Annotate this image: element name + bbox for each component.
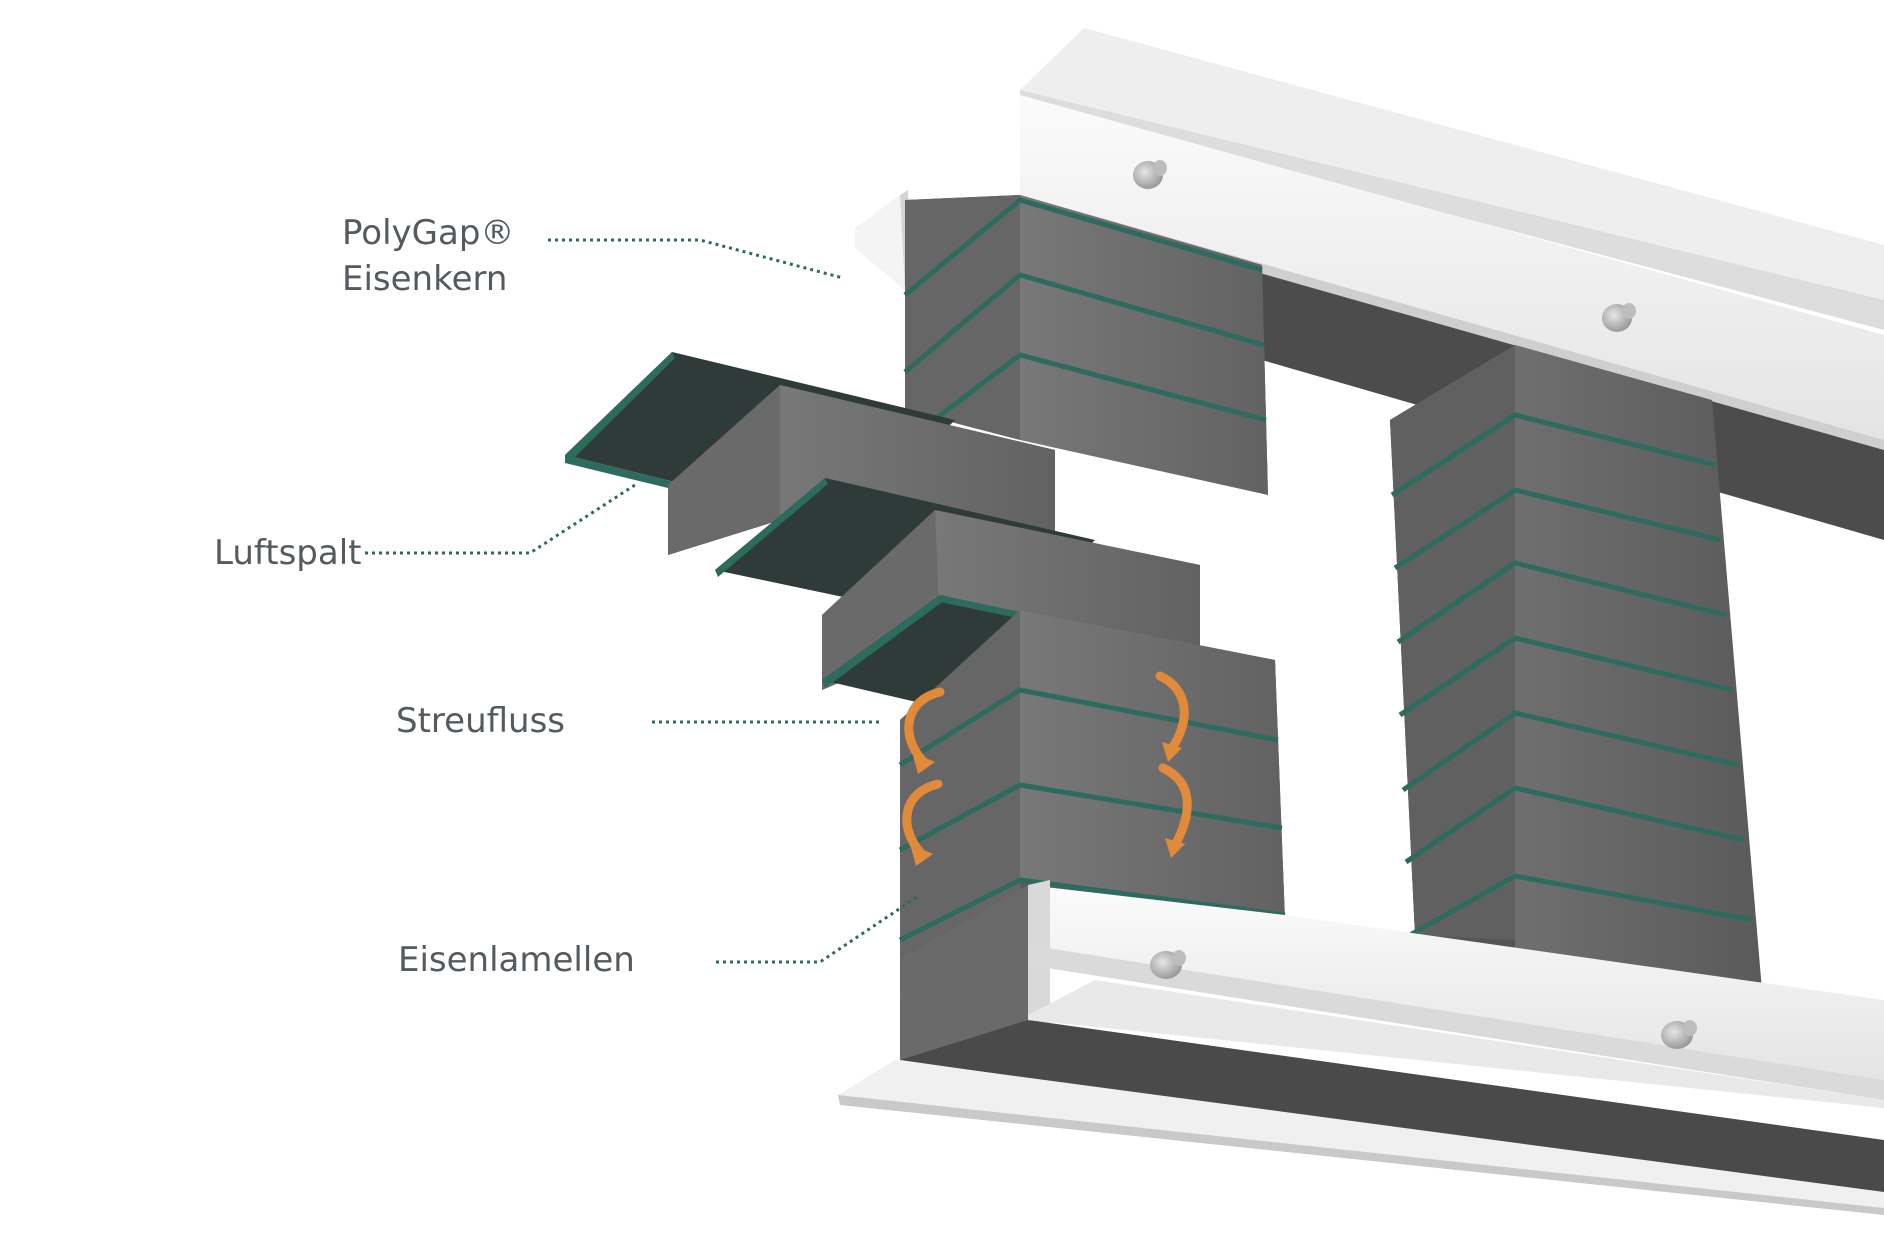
leader-line-luftspalt [365, 483, 636, 555]
flux-arrow-icon [1158, 763, 1192, 850]
flux-arrow-icon [904, 687, 945, 765]
bottom-bracket [838, 880, 1884, 1215]
leader-line-eisenlamellen [716, 893, 921, 964]
label-polygap-line1: PolyGap® [342, 213, 515, 253]
flux-arrow-icon [1155, 671, 1189, 753]
bolt-icon [1133, 160, 1167, 189]
flux-arrow-icon [902, 779, 943, 857]
top-bracket [855, 28, 1884, 540]
bolt-icon [1661, 1020, 1697, 1049]
label-luftspalt: Luftspalt [214, 533, 362, 573]
right-core-limb [1390, 345, 1762, 990]
leader-line-polygap [548, 238, 844, 280]
label-polygap-eisenkern: PolyGap® Eisenkern [342, 210, 514, 302]
left-core-limb-upper [903, 195, 1268, 495]
label-streufluss: Streufluss [396, 701, 566, 741]
label-eisenlamellen: Eisenlamellen [398, 940, 635, 980]
air-gap-stack [565, 352, 1205, 745]
label-polygap-line2: Eisenkern [342, 259, 508, 299]
bolt-icon [1150, 950, 1186, 979]
left-core-limb-lower [898, 610, 1286, 960]
bolt-icon [1602, 303, 1636, 332]
